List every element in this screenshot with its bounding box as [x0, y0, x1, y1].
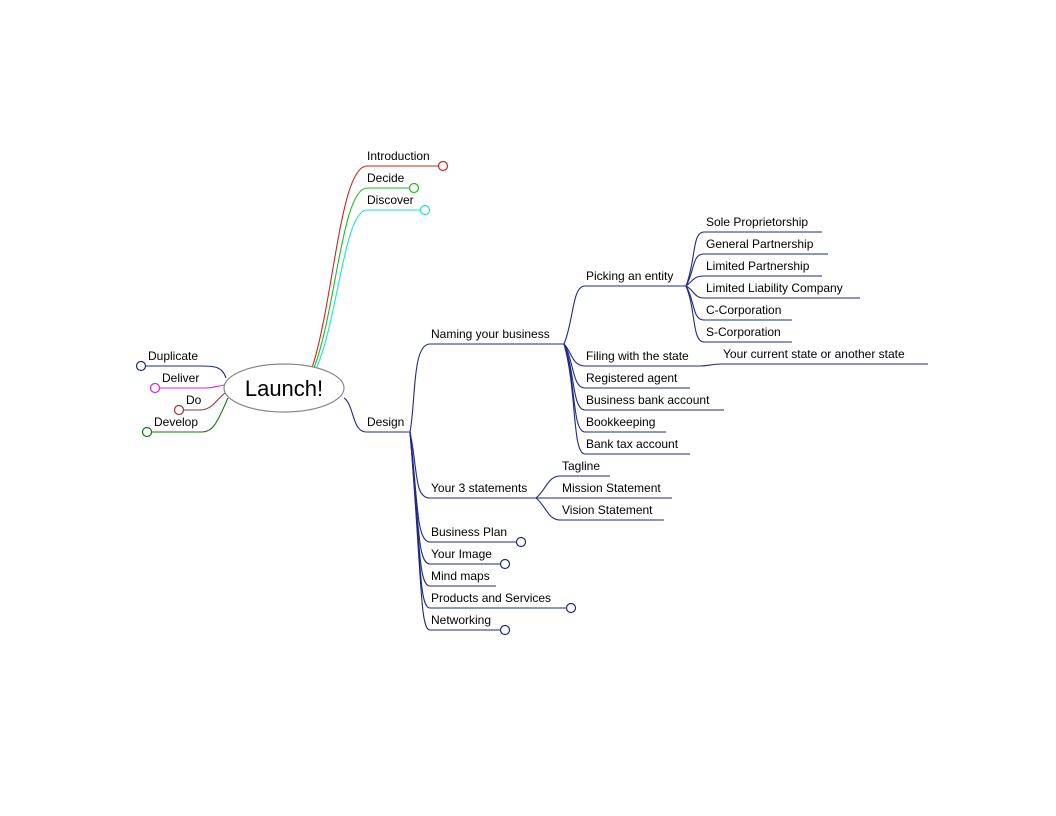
edge-picking-entity [563, 285, 586, 345]
edge-vision [535, 497, 561, 521]
edge-limited [685, 275, 705, 287]
expand-introduction-icon[interactable] [437, 160, 449, 172]
edge-do [184, 392, 226, 411]
expand-deliver-icon[interactable] [149, 382, 161, 394]
node-mission-statement[interactable]: Mission Statement [562, 481, 661, 495]
edge-develop [152, 397, 229, 433]
node-limited-partnership[interactable]: Limited Partnership [706, 259, 810, 273]
edge-introduction [311, 165, 368, 369]
node-general-partnership[interactable]: General Partnership [706, 237, 814, 251]
node-design[interactable]: Design [367, 415, 404, 429]
expand-business-plan-icon[interactable] [515, 536, 527, 548]
node-business-bank-account[interactable]: Business bank account [586, 393, 710, 407]
edge-decide [313, 187, 368, 369]
node-duplicate[interactable]: Duplicate [148, 349, 198, 363]
node-your-image[interactable]: Your Image [431, 547, 492, 561]
expand-your-image-icon[interactable] [499, 558, 511, 570]
node-filing-with-the-state[interactable]: Filing with the state [586, 349, 689, 363]
expand-develop-icon[interactable] [141, 426, 153, 438]
node-business-plan[interactable]: Business Plan [431, 525, 507, 539]
edge-naming [409, 343, 431, 433]
node-your-3-statements[interactable]: Your 3 statements [431, 481, 527, 495]
edge-3-statements [409, 431, 431, 499]
node-introduction[interactable]: Introduction [367, 149, 430, 163]
edge-networking [409, 431, 431, 631]
node-discover[interactable]: Discover [367, 193, 414, 207]
edge-general [685, 253, 705, 287]
collapse-markers [135, 160, 577, 636]
edge-bank-account [563, 343, 586, 411]
node-develop[interactable]: Develop [154, 415, 198, 429]
edge-design [343, 397, 367, 433]
node-vision-statement[interactable]: Vision Statement [562, 503, 653, 517]
edge-c-corp [685, 285, 705, 321]
edge-sole [685, 231, 705, 287]
underlines [366, 165, 928, 631]
node-s-corporation[interactable]: S-Corporation [706, 325, 781, 339]
node-bank-tax-account[interactable]: Bank tax account [586, 437, 679, 451]
expand-products-icon[interactable] [565, 602, 577, 614]
node-decide[interactable]: Decide [367, 171, 405, 185]
node-c-corporation[interactable]: C-Corporation [706, 303, 781, 317]
expand-networking-icon[interactable] [499, 624, 511, 636]
node-mind-maps[interactable]: Mind maps [431, 569, 490, 583]
edge-duplicate [146, 365, 227, 379]
edge-current-state [699, 363, 723, 367]
node-tagline[interactable]: Tagline [562, 459, 600, 473]
node-bookkeeping[interactable]: Bookkeeping [586, 415, 655, 429]
node-naming-your-business[interactable]: Naming your business [431, 327, 550, 341]
edges [146, 165, 723, 631]
root-label: Launch! [245, 376, 323, 401]
node-picking-an-entity[interactable]: Picking an entity [586, 269, 673, 283]
node-limited-liability-company[interactable]: Limited Liability Company [706, 281, 843, 295]
node-registered-agent[interactable]: Registered agent [586, 371, 678, 385]
edge-tagline [535, 475, 561, 499]
node-sole-proprietorship[interactable]: Sole Proprietorship [706, 215, 808, 229]
expand-do-icon[interactable] [173, 404, 185, 416]
edge-deliver [160, 384, 225, 389]
node-networking[interactable]: Networking [431, 613, 491, 627]
node-do[interactable]: Do [186, 393, 202, 407]
node-products-and-services[interactable]: Products and Services [431, 591, 551, 605]
node-your-current-state[interactable]: Your current state or another state [723, 347, 905, 361]
expand-discover-icon[interactable] [419, 204, 431, 216]
edge-bank-tax [563, 343, 586, 455]
expand-duplicate-icon[interactable] [135, 360, 147, 372]
edge-discover [315, 209, 368, 370]
root-node[interactable]: Launch! [223, 363, 345, 413]
node-deliver[interactable]: Deliver [162, 371, 199, 385]
edge-llc [685, 285, 705, 299]
expand-decide-icon[interactable] [408, 182, 420, 194]
edge-s-corp [685, 285, 705, 343]
